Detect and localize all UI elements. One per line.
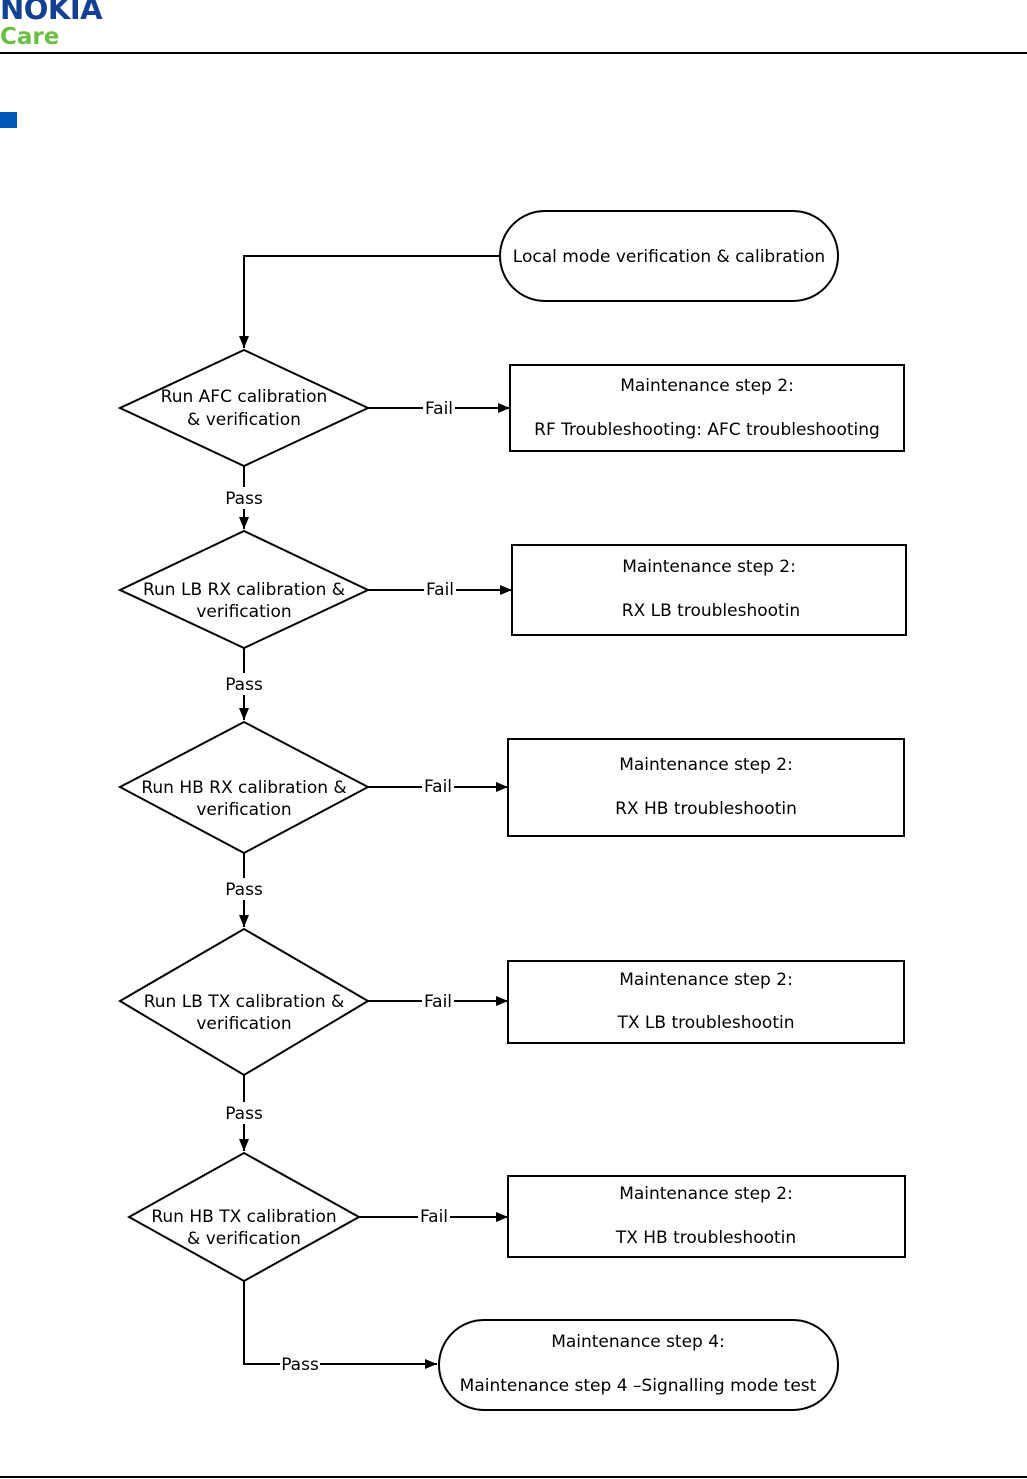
pass-label-lb-tx: Pass [225, 1104, 263, 1124]
decision-afc-line1: Run AFC calibration [161, 387, 328, 407]
end-terminal [438, 1319, 839, 1411]
fail-label-hb-tx: Fail [420, 1207, 448, 1227]
care-logo: Care [0, 24, 60, 50]
page-header: NOKIA Care [0, 0, 1027, 54]
pass-label-hb-tx: Pass [281, 1355, 319, 1375]
nokia-logo: NOKIA [0, 0, 103, 26]
pass-label-afc: Pass [225, 489, 263, 509]
end-label-line2: Maintenance step 4 –Signalling mode test [460, 1376, 817, 1396]
fail-label-lb-rx: Fail [426, 580, 454, 600]
fail-label-afc: Fail [425, 399, 453, 419]
decision-hb-tx-line1: Run HB TX calibration [151, 1207, 336, 1227]
fail-box-hb-tx-line2: TX HB troubleshootin [615, 1228, 796, 1248]
start-connector [239, 255, 500, 348]
fail-box-lb-tx-line2: TX LB troubleshootin [617, 1013, 795, 1033]
fail-box-lb-rx-line1: Maintenance step 2: [622, 557, 796, 577]
decision-hb-tx-line2: & verification [187, 1229, 301, 1249]
end-label-line1: Maintenance step 4: [551, 1332, 725, 1352]
fail-label-hb-rx: Fail [424, 777, 452, 797]
section-marker-icon [0, 112, 17, 128]
footer-divider [0, 1476, 1027, 1478]
pass-label-lb-rx: Pass [225, 675, 263, 695]
decision-lb-tx-line1: Run LB TX calibration & [144, 992, 345, 1012]
fail-box-lb-rx-line2: RX LB troubleshootin [622, 601, 800, 621]
fail-box-hb-rx-line1: Maintenance step 2: [619, 755, 793, 775]
header-divider [0, 52, 1027, 54]
pass-arrow-hb-tx [243, 1281, 437, 1369]
fail-box-hb-rx-line2: RX HB troubleshootin [615, 799, 797, 819]
decision-lb-tx-line2: verification [196, 1014, 291, 1034]
pass-label-hb-rx: Pass [225, 880, 263, 900]
fail-box-lb-tx-line1: Maintenance step 2: [619, 970, 793, 990]
decision-lb-rx-line2: verification [196, 602, 291, 622]
start-label: Local mode verification & calibration [513, 247, 825, 267]
decision-afc [117, 348, 371, 468]
decision-hb-rx-line2: verification [196, 800, 291, 820]
fail-box-afc-line2: RF Troubleshooting: AFC troubleshooting [534, 420, 880, 440]
fail-box-hb-tx-line1: Maintenance step 2: [619, 1184, 793, 1204]
decision-afc-line2: & verification [187, 410, 301, 430]
fail-box-afc-line1: Maintenance step 2: [620, 376, 794, 396]
fail-label-lb-tx: Fail [424, 992, 452, 1012]
decision-hb-rx-line1: Run HB RX calibration & [141, 778, 346, 798]
decision-lb-rx-line1: Run LB RX calibration & [143, 580, 345, 600]
fail-box-hb-rx [507, 738, 905, 837]
